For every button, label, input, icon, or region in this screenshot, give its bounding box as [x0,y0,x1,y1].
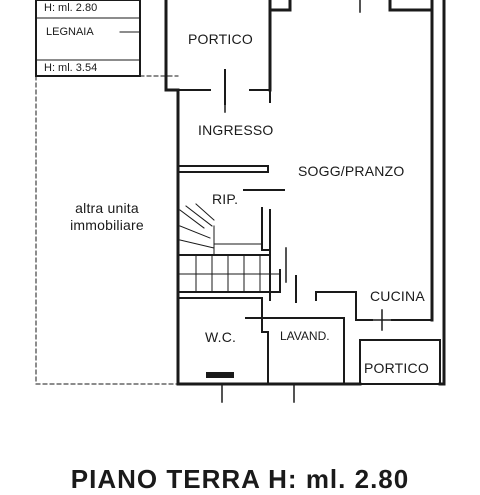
legnaia-height-bottom: H: ml. 3.54 [44,62,98,74]
rip-label: RIP. [212,191,239,207]
floor-plan [35,0,446,403]
legnaia-height-top: H: ml. 2.80 [44,2,98,14]
interior-walls [177,69,441,385]
other-unit-line2: immobiliare [70,217,144,233]
other-unit-line1: altra unita [75,200,139,216]
portico-top-label: PORTICO [188,31,253,47]
legnaia-label: LEGNAIA [46,26,94,38]
exterior-walls [164,0,446,386]
cucina-label: CUCINA [370,288,425,304]
ingresso-label: INGRESSO [198,122,274,138]
sogg-pranzo-label: SOGG/PRANZO [298,163,405,179]
lavand-label: LAVAND. [280,329,330,343]
staircase [179,203,281,293]
wc-label: W.C. [205,329,237,345]
door-marks [206,0,393,403]
legnaia-walls [35,0,141,77]
portico-bottom-label: PORTICO [364,360,429,376]
